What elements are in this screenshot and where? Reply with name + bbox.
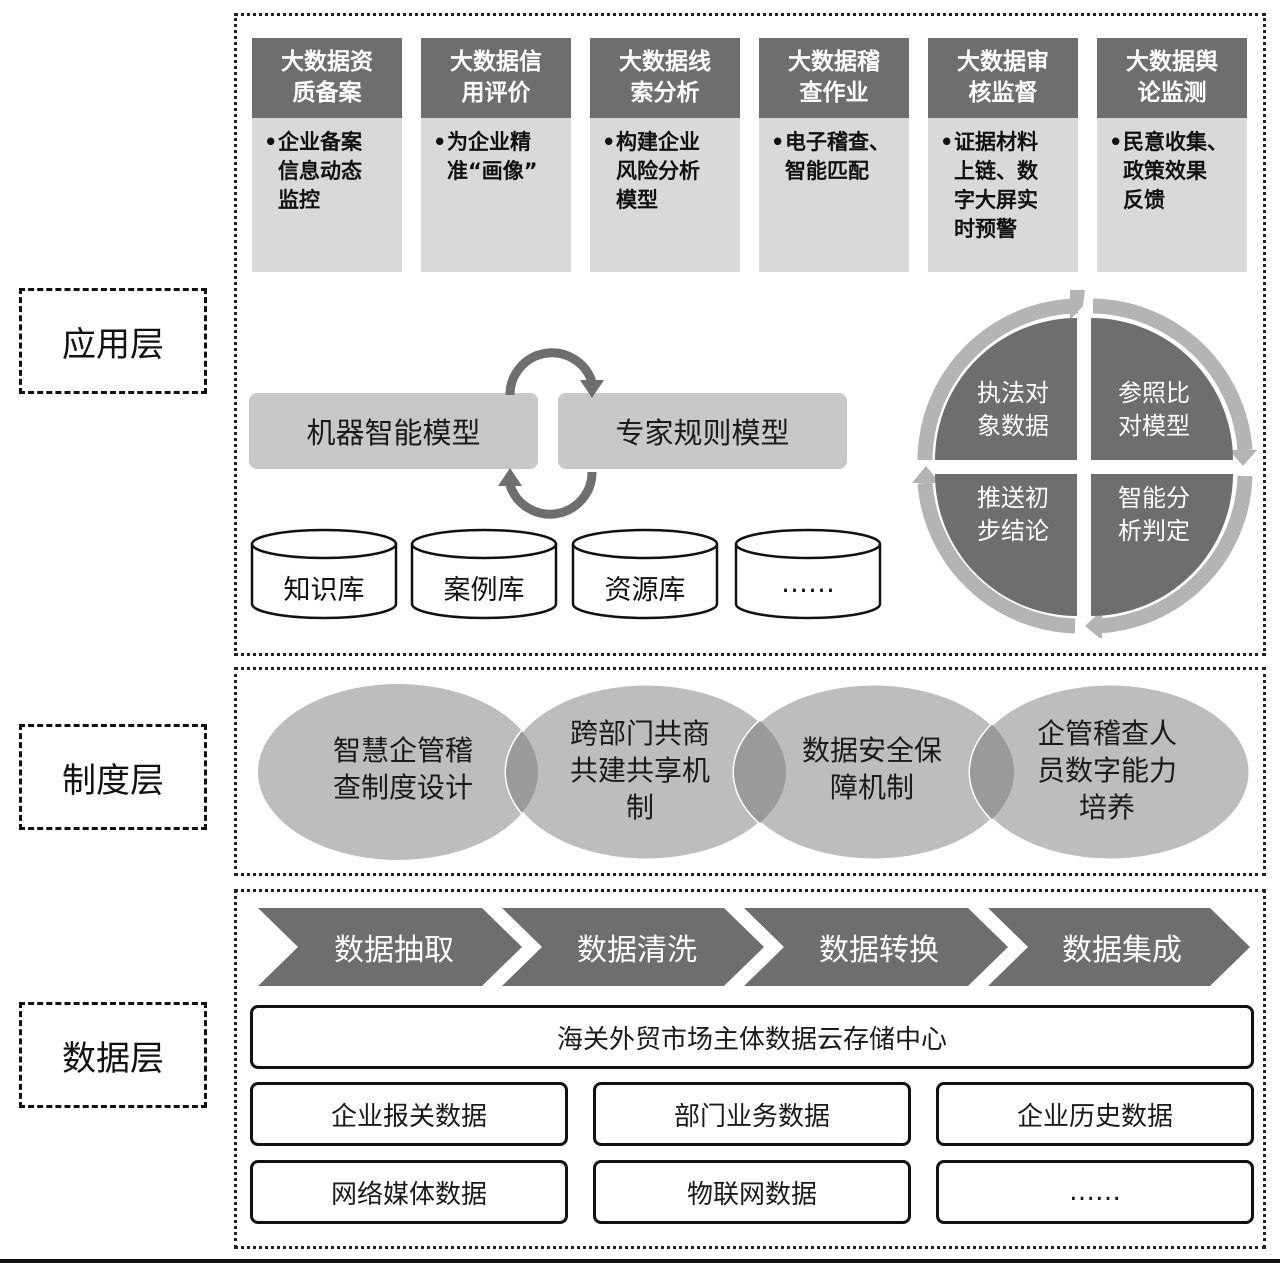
chevron-step-2: [502, 908, 764, 986]
application-card-title: 大数据稽查作业: [759, 38, 909, 118]
application-card-description: •构建企业风险分析模型: [590, 118, 740, 215]
application-card-title: 大数据线索分析: [590, 38, 740, 118]
database-label: ……: [781, 568, 835, 599]
application-card-title: 大数据信用评价: [421, 38, 571, 118]
application-card-description: •证据材料上链、数字大屏实时预警: [928, 118, 1078, 244]
application-card-title: 大数据资质备案: [252, 38, 402, 118]
layer-label-data: 数据层: [19, 1002, 207, 1108]
database-icon: [734, 528, 882, 620]
bullet-icon: •: [602, 130, 616, 154]
arrowhead-top-icon: [1070, 290, 1085, 320]
data-source-iot: 物联网数据: [593, 1160, 911, 1224]
pipeline-step-2: 数据清洗: [577, 933, 697, 968]
bottom-border-line: [0, 1259, 1280, 1263]
institution-layer-panel: [234, 667, 1266, 876]
top-curved-arrow-icon: [505, 348, 597, 396]
application-card: 大数据舆论监测•民意收集、政策效果反馈: [1097, 38, 1247, 272]
institution-item-2: 跨部门共商共建共享机制: [569, 717, 710, 824]
bottom-curved-arrow-icon: [505, 471, 597, 519]
application-card: 大数据资质备案•企业备案信息动态监控: [252, 38, 402, 272]
arrowhead-left-icon: [912, 466, 940, 483]
model-exchange-arrows: [498, 348, 604, 519]
cycle-item-bottom-right: 智能分析判定: [1118, 484, 1190, 545]
ellipse-1: [258, 684, 538, 860]
data-source-department-business: 部门业务数据: [593, 1082, 911, 1146]
database-cylinder: 案例库: [410, 528, 558, 620]
institution-item-3: 数据安全保障机制: [801, 734, 942, 804]
machine-intelligence-model-label: 机器智能模型: [306, 416, 481, 450]
pipeline-step-3: 数据转换: [819, 933, 939, 968]
application-card: 大数据信用评价•为企业精准“画像”: [421, 38, 571, 272]
application-card-description: •企业备案信息动态监控: [252, 118, 402, 215]
layer-label-institution: 制度层: [19, 724, 207, 830]
cycle-item-top-left: 执法对象数据: [977, 379, 1049, 440]
application-card-title: 大数据审核监督: [928, 38, 1078, 118]
application-card-description: •电子稽查、智能匹配: [759, 118, 909, 186]
machine-intelligence-model: 机器智能模型: [249, 393, 538, 469]
arrowhead-top-right-icon: [1229, 450, 1257, 466]
application-card-description: •民意收集、政策效果反馈: [1097, 118, 1247, 215]
database-label: 案例库: [443, 575, 525, 606]
pipeline-chevrons: [258, 908, 1250, 986]
chevron-step-3: [744, 908, 1008, 986]
storage-center: 海关外贸市场主体数据云存储中心: [250, 1005, 1254, 1069]
chevron-step-4: [988, 908, 1250, 986]
bullet-icon: •: [433, 130, 447, 154]
pipeline-step-4: 数据集成: [1062, 933, 1182, 968]
cycle-ring: [917, 298, 1253, 634]
chevron-step-1: [258, 908, 522, 986]
database-cylinder: 资源库: [571, 528, 719, 620]
application-layer-panel: [234, 13, 1266, 656]
application-card: 大数据稽查作业•电子稽查、智能匹配: [759, 38, 909, 272]
application-card-title: 大数据舆论监测: [1097, 38, 1247, 118]
cycle-quadrants: [935, 318, 1233, 616]
quadrant-bottom-left: [935, 474, 1077, 616]
application-card: 大数据审核监督•证据材料上链、数字大屏实时预警: [928, 38, 1078, 272]
quadrant-top-left: [935, 318, 1077, 460]
expert-rule-model-label: 专家规则模型: [615, 416, 790, 450]
data-source-more: ……: [936, 1160, 1254, 1224]
application-card: 大数据线索分析•构建企业风险分析模型: [590, 38, 740, 272]
database-icon: [250, 528, 398, 620]
database-cylinder: 知识库: [250, 528, 398, 620]
database-cylinder: ……: [734, 528, 882, 620]
quadrant-top-right: [1091, 318, 1233, 460]
bullet-icon: •: [1109, 130, 1123, 154]
bullet-icon: •: [264, 130, 278, 154]
arrowhead-bottom-icon: [1085, 610, 1102, 638]
data-source-customs-declaration: 企业报关数据: [250, 1082, 568, 1146]
cycle-item-bottom-left: 推送初步结论: [977, 484, 1049, 545]
bullet-icon: •: [940, 130, 954, 154]
cycle-diagram: [912, 290, 1257, 638]
cycle-item-top-right: 参照比对模型: [1118, 379, 1190, 440]
storage-center-label: 海关外贸市场主体数据云存储中心: [556, 1024, 947, 1055]
database-label: 知识库: [283, 575, 365, 606]
database-icon: [571, 528, 719, 620]
institution-item-1: 智慧企管稽查制度设计: [332, 734, 473, 804]
data-layer-panel: [234, 889, 1266, 1249]
top-arrowhead-icon: [580, 380, 604, 398]
quadrant-bottom-right: [1091, 474, 1233, 616]
data-source-enterprise-history: 企业历史数据: [936, 1082, 1254, 1146]
institution-ellipses: [258, 682, 1252, 862]
database-icon: [410, 528, 558, 620]
data-source-network-media: 网络媒体数据: [250, 1160, 568, 1224]
layer-label-application: 应用层: [19, 288, 207, 394]
expert-rule-model: 专家规则模型: [558, 393, 847, 469]
pipeline-step-1: 数据抽取: [334, 933, 454, 968]
institution-item-4: 企管稽查人员数字能力培养: [1036, 717, 1177, 824]
bottom-arrowhead-icon: [498, 468, 522, 486]
bullet-icon: •: [771, 130, 785, 154]
database-label: 资源库: [604, 575, 686, 606]
application-card-description: •为企业精准“画像”: [421, 118, 571, 186]
